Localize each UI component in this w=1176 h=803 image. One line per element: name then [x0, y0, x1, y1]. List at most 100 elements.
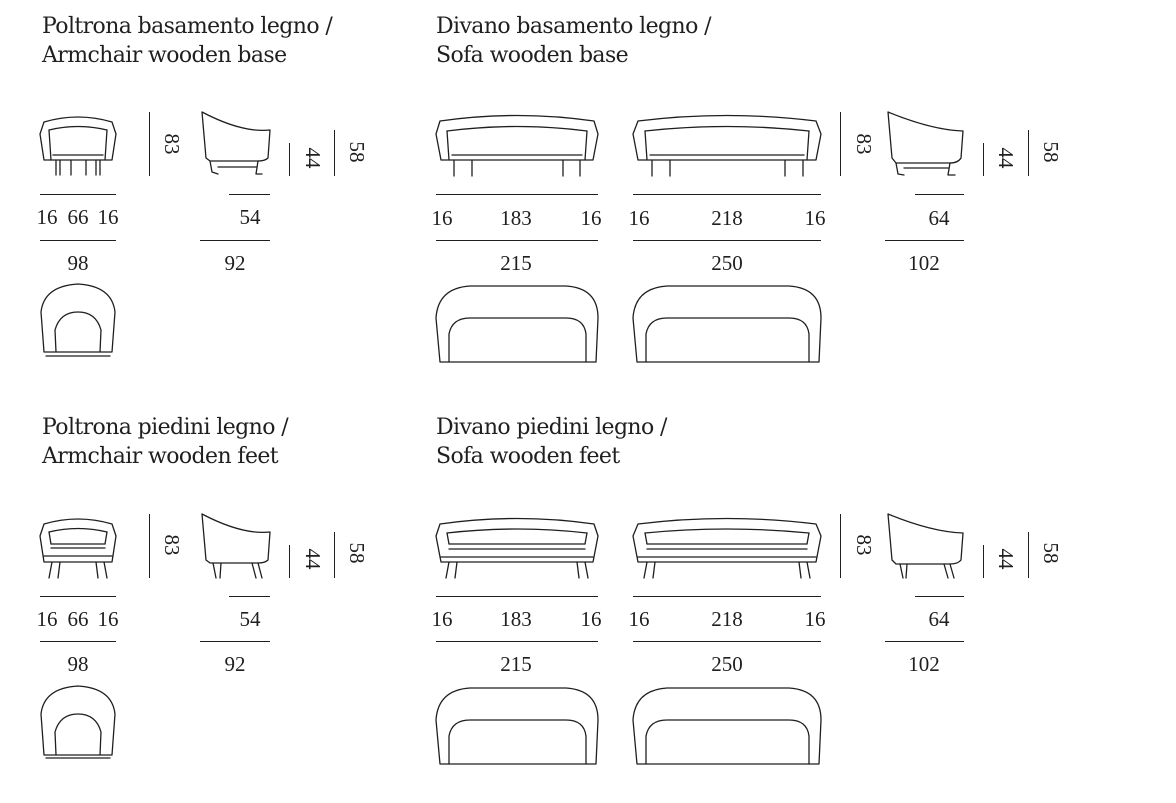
dim-armchair-feet-height: 83 — [160, 534, 184, 556]
dim-line-armchair-base-depth — [200, 240, 270, 242]
dim-line-armchair-feet-seat — [289, 545, 291, 578]
dim-sofa-feet-small-arm-right: 16 — [580, 607, 602, 631]
sofa-base-title-en: Sofa wooden base — [436, 43, 629, 68]
armchair-base-title: Poltrona basamento legno / Armchair wood… — [42, 12, 333, 70]
dim-line-sofa-feet-side — [915, 596, 964, 598]
dim-armchair-feet-total-width: 98 — [67, 652, 89, 676]
dim-sofa-base-arm-height: 58 — [1039, 141, 1063, 163]
dim-sofa-base-large-total: 250 — [711, 251, 743, 275]
dim-sofa-feet-height: 83 — [852, 534, 876, 556]
dim-line-sofa-base-arm — [1028, 130, 1030, 176]
dim-sofa-feet-large-arm-right: 16 — [804, 607, 826, 631]
sofa-base-large-top-view — [632, 285, 822, 363]
dim-armchair-base-height: 83 — [160, 133, 184, 155]
armchair-feet-top-view — [40, 685, 116, 759]
dim-sofa-base-total-depth: 102 — [908, 251, 940, 275]
dim-sofa-base-small-seat: 183 — [500, 206, 532, 230]
armchair-base-title-en: Armchair wooden base — [42, 43, 287, 68]
sofa-feet-large-top-view — [632, 687, 822, 765]
dim-sofa-feet-small-arm-left: 16 — [431, 607, 453, 631]
armchair-feet-title-en: Armchair wooden feet — [42, 444, 279, 469]
sofa-base-large-front-view — [632, 114, 822, 177]
sofa-feet-title: Divano piedini legno / Sofa wooden feet — [436, 413, 667, 471]
dim-line-sofa-base-side — [915, 194, 964, 196]
armchair-base-top-view — [40, 283, 116, 357]
dim-line-sofa-feet-large-front — [633, 596, 821, 598]
sofa-feet-small-front-view — [435, 517, 599, 579]
dim-line-armchair-feet-front — [40, 596, 116, 598]
armchair-feet-side-view — [201, 513, 271, 579]
dim-line-sofa-feet-height — [840, 514, 842, 578]
sofa-feet-large-front-view — [632, 517, 822, 579]
sofa-base-title-it: Divano basamento legno / — [436, 14, 712, 39]
dim-armchair-base-seat-height: 44 — [301, 147, 325, 169]
dim-line-armchair-feet-side — [229, 596, 270, 598]
dim-armchair-feet-arm-height: 58 — [345, 542, 369, 564]
dim-armchair-base-total-depth: 92 — [224, 251, 246, 275]
armchair-base-front-view — [39, 116, 117, 176]
dim-sofa-base-small-arm-right: 16 — [580, 206, 602, 230]
dim-armchair-feet-arm-right: 16 — [97, 607, 119, 631]
sofa-base-small-top-view — [435, 285, 599, 363]
dim-armchair-base-seat-width: 66 — [67, 205, 89, 229]
armchair-feet-title: Poltrona piedini legno / Armchair wooden… — [42, 413, 289, 471]
dim-armchair-base-arm-height: 58 — [345, 141, 369, 163]
dim-sofa-base-height: 83 — [852, 133, 876, 155]
dim-line-armchair-feet-arm — [334, 532, 336, 578]
dim-sofa-base-side-depth: 64 — [928, 206, 950, 230]
dim-sofa-feet-seat-height: 44 — [994, 548, 1018, 570]
armchair-feet-title-it: Poltrona piedini legno / — [42, 415, 289, 440]
dim-line-sofa-feet-depth — [885, 641, 964, 643]
dim-sofa-feet-side-depth: 64 — [928, 607, 950, 631]
dim-line-armchair-feet-total — [40, 641, 116, 643]
dim-line-sofa-base-height — [840, 112, 842, 176]
sofa-base-side-view — [887, 111, 964, 176]
armchair-base-title-it: Poltrona basamento legno / — [42, 14, 333, 39]
dim-armchair-base-arm-right: 16 — [97, 205, 119, 229]
dim-line-sofa-feet-small-front — [436, 596, 598, 598]
dim-sofa-base-large-seat: 218 — [711, 206, 743, 230]
dim-armchair-base-total-width: 98 — [67, 251, 89, 275]
dim-line-sofa-feet-seat — [983, 545, 985, 578]
dim-armchair-base-side-depth: 54 — [239, 205, 261, 229]
dim-armchair-feet-seat-width: 66 — [67, 607, 89, 631]
sofa-feet-small-top-view — [435, 687, 599, 765]
dim-line-armchair-base-front — [40, 194, 116, 196]
dim-sofa-base-large-arm-left: 16 — [628, 206, 650, 230]
dim-sofa-base-small-total: 215 — [500, 251, 532, 275]
dim-line-sofa-feet-small-total — [436, 641, 598, 643]
dim-line-armchair-base-total — [40, 240, 116, 242]
dim-line-sofa-feet-arm — [1028, 532, 1030, 578]
sofa-base-small-front-view — [435, 114, 599, 177]
dim-sofa-feet-total-depth: 102 — [908, 652, 940, 676]
dim-armchair-feet-total-depth: 92 — [224, 652, 246, 676]
armchair-feet-front-view — [39, 518, 117, 579]
dim-line-armchair-feet-height — [149, 514, 151, 578]
dim-sofa-feet-small-total: 215 — [500, 652, 532, 676]
dim-armchair-feet-side-depth: 54 — [239, 607, 261, 631]
dim-line-sofa-base-large-front — [633, 194, 821, 196]
dim-sofa-base-small-arm-left: 16 — [431, 206, 453, 230]
dim-sofa-feet-arm-height: 58 — [1039, 542, 1063, 564]
dim-sofa-feet-small-seat: 183 — [500, 607, 532, 631]
dim-line-armchair-base-arm — [334, 130, 336, 176]
sofa-feet-side-view — [887, 513, 964, 579]
dim-armchair-feet-arm-left: 16 — [36, 607, 58, 631]
dim-line-sofa-base-seat — [983, 143, 985, 176]
dim-sofa-feet-large-arm-left: 16 — [628, 607, 650, 631]
dim-armchair-feet-seat-height: 44 — [301, 548, 325, 570]
sofa-feet-title-it: Divano piedini legno / — [436, 415, 667, 440]
sofa-feet-title-en: Sofa wooden feet — [436, 444, 620, 469]
sofa-base-title: Divano basamento legno / Sofa wooden bas… — [436, 12, 712, 70]
dim-sofa-base-large-arm-right: 16 — [804, 206, 826, 230]
dim-line-armchair-base-seat — [289, 143, 291, 176]
dim-armchair-base-arm-left: 16 — [36, 205, 58, 229]
dim-sofa-base-seat-height: 44 — [994, 147, 1018, 169]
dim-line-sofa-feet-large-total — [633, 641, 821, 643]
dim-line-sofa-base-small-front — [436, 194, 598, 196]
dim-line-armchair-base-side — [229, 194, 270, 196]
dim-line-sofa-base-large-total — [633, 240, 821, 242]
dim-line-armchair-base-height — [149, 112, 151, 176]
armchair-base-side-view — [201, 111, 271, 175]
